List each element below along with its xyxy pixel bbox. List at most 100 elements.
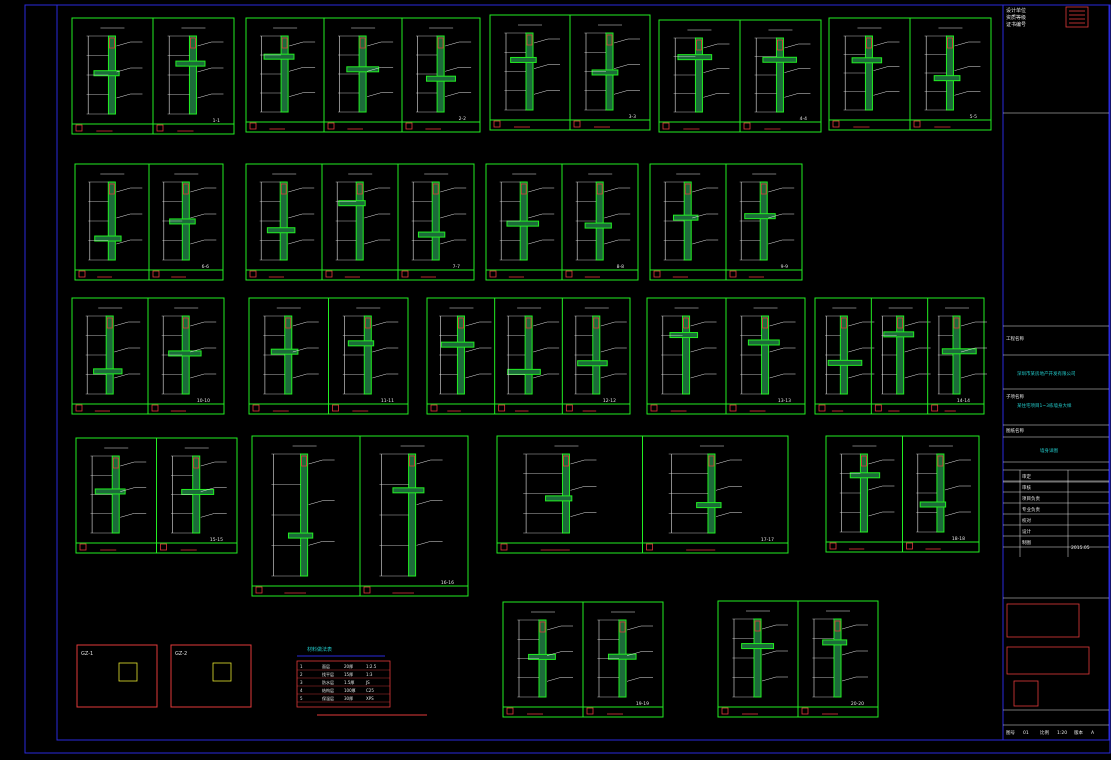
slab-section — [933, 75, 961, 82]
footer-cell: 1:20 — [1057, 730, 1067, 736]
leader-line — [308, 459, 323, 465]
leader-line — [600, 347, 615, 353]
section-marker — [573, 120, 581, 128]
section-marker — [252, 404, 260, 412]
slab-section — [849, 472, 881, 479]
panel-section-label: 13-13 — [778, 398, 791, 404]
section-marker — [565, 270, 573, 278]
leader-line — [288, 239, 303, 245]
rebar-hatch — [708, 455, 715, 467]
role-label: 校对 — [1022, 517, 1031, 524]
slab-section — [669, 332, 699, 339]
inner-border — [56, 4, 1110, 741]
leader-line — [116, 41, 131, 47]
slab-section — [287, 532, 314, 539]
legend-cell: C25 — [366, 688, 374, 693]
project-label: 工程名称 — [1006, 335, 1024, 342]
rebar-hatch — [109, 37, 115, 49]
rebar-hatch — [840, 317, 847, 329]
leader-line — [440, 187, 455, 193]
leader-line — [440, 213, 455, 219]
legend-cell: 1.5厚 — [344, 680, 354, 685]
rebar-hatch — [897, 317, 904, 329]
leader-line — [873, 41, 888, 47]
leader-line — [288, 187, 303, 193]
leader-line — [944, 511, 959, 517]
leader-line — [200, 487, 215, 492]
leader-line — [190, 187, 205, 193]
section-marker — [79, 543, 87, 551]
section-marker — [363, 586, 371, 594]
leader-line — [445, 41, 460, 47]
leader-line — [292, 373, 307, 379]
leader-line — [692, 213, 707, 219]
legend-cell: 找平层 — [322, 671, 334, 677]
leader-line — [769, 347, 784, 353]
section-marker — [743, 122, 751, 130]
leader-line — [715, 459, 731, 465]
leader-line — [372, 321, 387, 327]
leader-line — [364, 187, 379, 193]
leader-line — [120, 461, 135, 467]
legend-cell: 3 — [300, 680, 303, 685]
leader-line — [364, 239, 379, 245]
leader-line — [768, 239, 783, 245]
leader-line — [116, 93, 131, 99]
section-marker — [874, 404, 882, 412]
detail-panel: 5-5 — [828, 17, 992, 131]
slab-section — [175, 60, 206, 67]
rebar-hatch — [432, 183, 439, 195]
rebar-hatch — [458, 317, 464, 329]
leader-line — [692, 187, 707, 193]
leader-line — [841, 650, 857, 656]
rebar-hatch — [182, 317, 189, 329]
leader-line — [197, 93, 212, 99]
slab-section — [584, 222, 612, 229]
section-marker — [401, 270, 409, 278]
leader-line — [367, 41, 382, 47]
leader-line — [703, 43, 718, 49]
leader-line — [904, 373, 919, 379]
slab-section — [827, 359, 863, 366]
role-label: 审核 — [1022, 484, 1031, 491]
legend-title: 材料做法表 — [307, 646, 332, 653]
leader-line — [292, 347, 307, 353]
leader-line — [200, 461, 215, 467]
slab-section — [266, 227, 296, 234]
section-marker — [650, 404, 658, 412]
slab-section — [822, 639, 848, 646]
section-marker — [653, 270, 661, 278]
section-marker — [931, 404, 939, 412]
leader-line — [116, 67, 131, 73]
role-label: 设计 — [1022, 528, 1031, 535]
small-detail-box — [170, 644, 252, 708]
rebar-hatch — [596, 183, 603, 195]
column-section — [212, 662, 232, 682]
panel-border — [245, 17, 481, 133]
slab-section — [528, 653, 556, 660]
leader-line — [533, 90, 549, 95]
slab-section — [941, 348, 977, 355]
rebar-hatch — [606, 34, 613, 46]
section-marker — [489, 270, 497, 278]
legend-cell: XPS — [366, 696, 374, 701]
panel-section-label: 10-10 — [197, 398, 210, 404]
leader-line — [703, 68, 718, 73]
leader-line — [768, 187, 783, 193]
slab-section — [883, 331, 915, 338]
legend-cell: 结构层 — [322, 687, 334, 693]
leader-line — [954, 41, 969, 47]
slab-section — [169, 218, 196, 225]
section-marker — [249, 270, 257, 278]
panel-border — [245, 163, 475, 281]
panel-section-label: 4-4 — [800, 116, 807, 122]
leader-line — [604, 213, 619, 219]
leader-line — [200, 513, 215, 518]
leader-line — [868, 459, 883, 465]
panel-border — [426, 297, 631, 415]
leader-line — [372, 347, 387, 353]
leader-line — [848, 347, 863, 353]
detail-panel: 17-17 — [496, 435, 789, 554]
